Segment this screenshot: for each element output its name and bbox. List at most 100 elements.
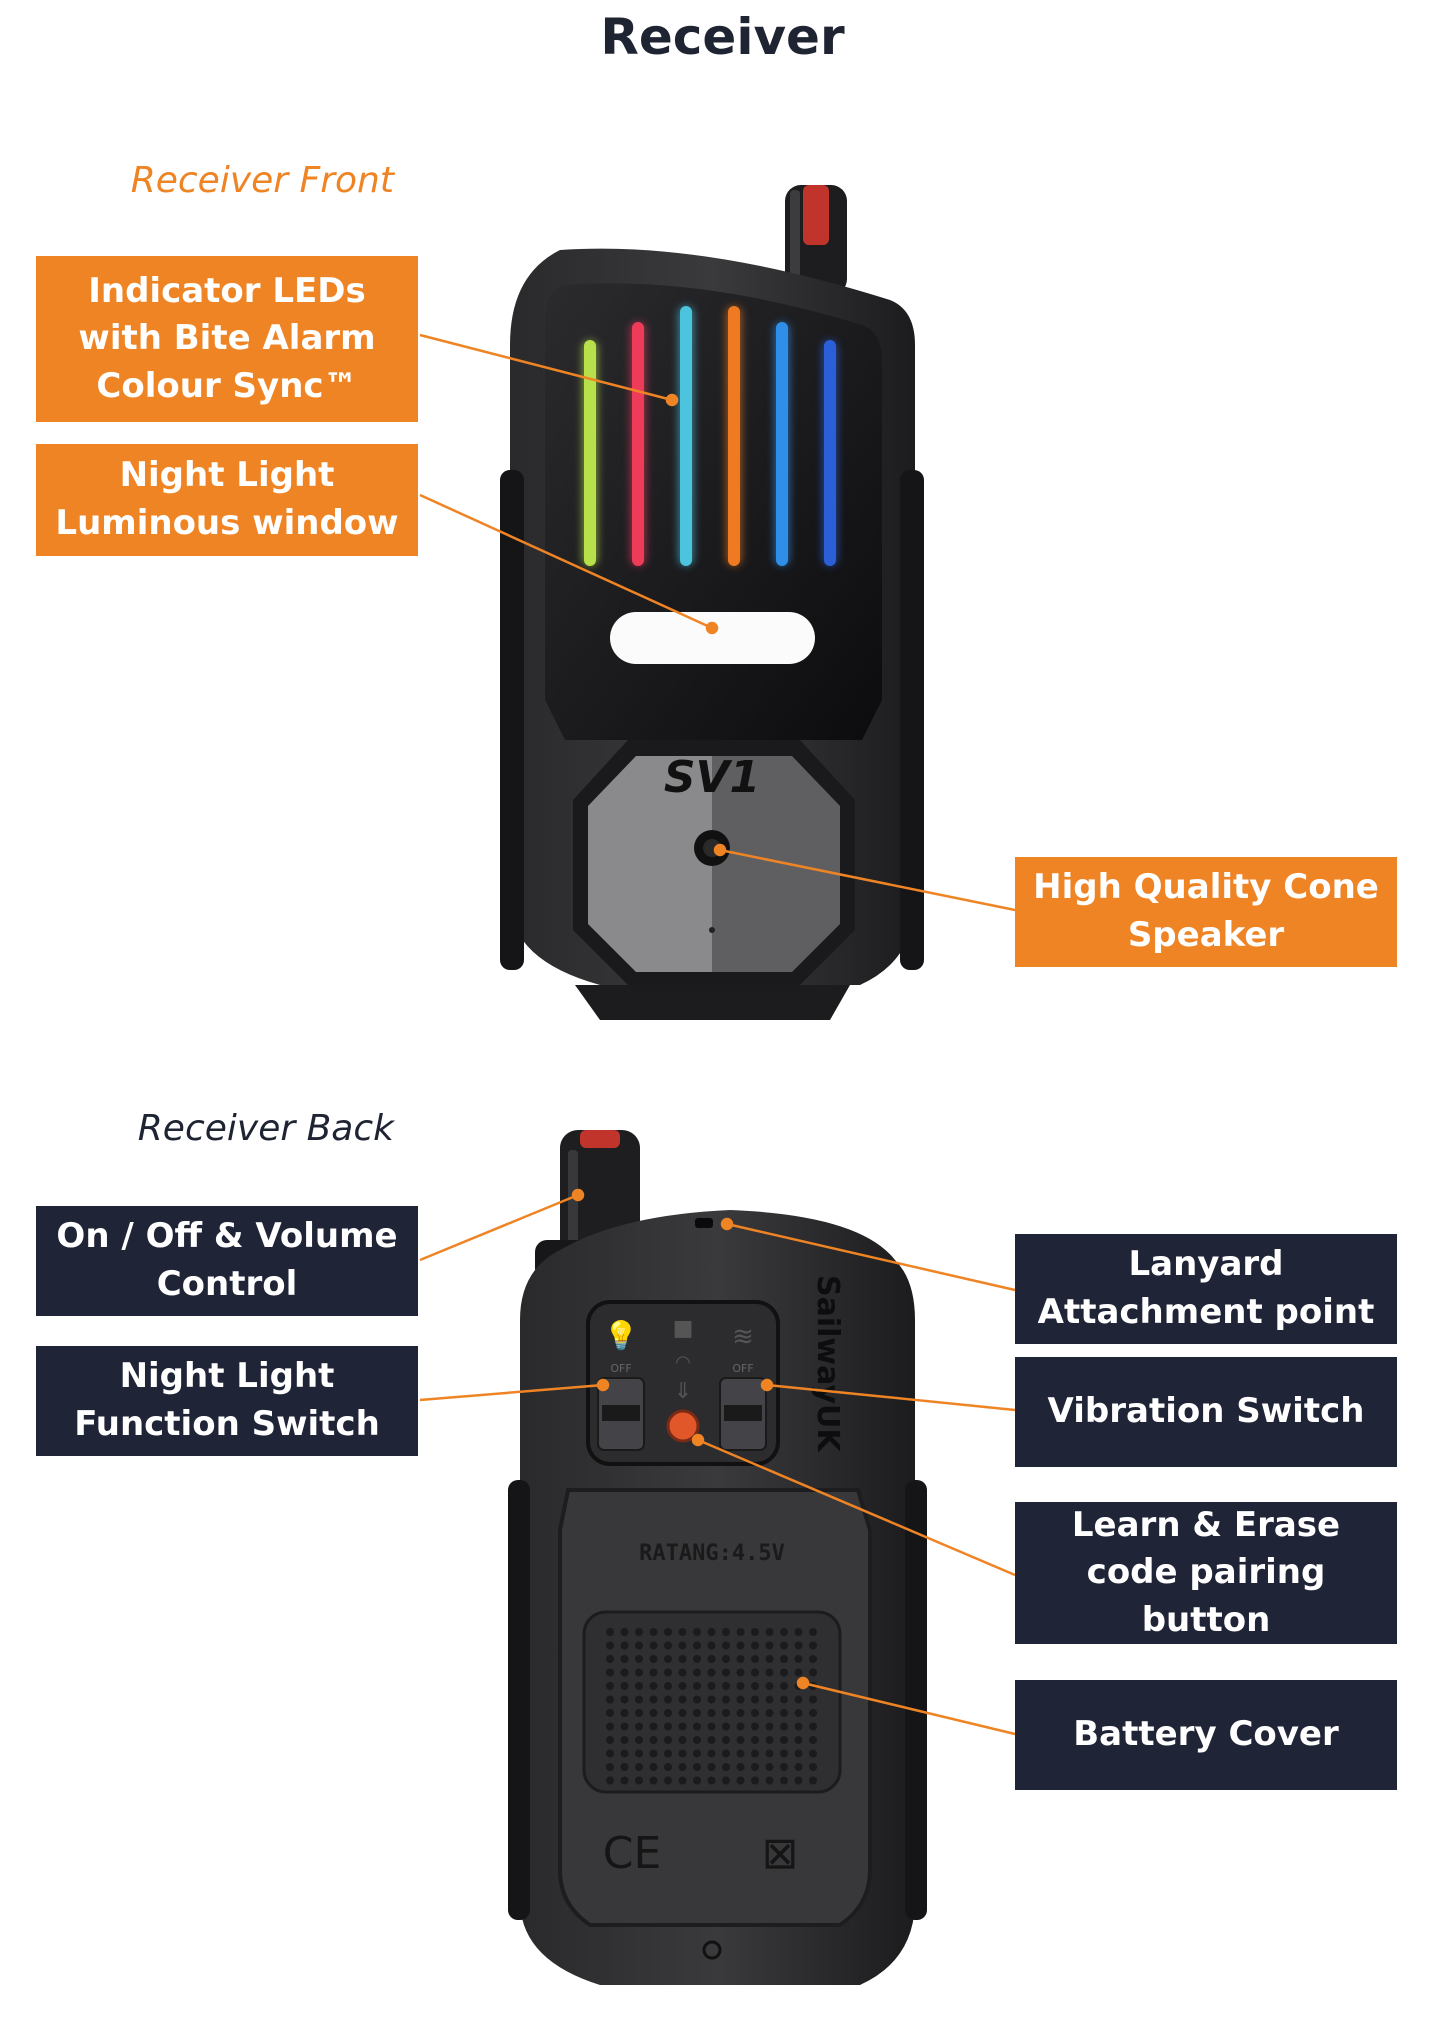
grille-dot [751, 1695, 759, 1704]
grille-dot [809, 1709, 817, 1717]
receiver-front-label: Receiver Front [130, 160, 394, 201]
grille-dot [794, 1695, 803, 1704]
grille-dot [765, 1695, 774, 1704]
grille-dot [678, 1682, 687, 1690]
grille-dot [635, 1655, 643, 1663]
grille-dot [751, 1655, 759, 1663]
grille-dot [809, 1722, 817, 1731]
grille-dot [751, 1668, 759, 1677]
grille-dot [678, 1763, 687, 1771]
grille-dot [765, 1736, 774, 1744]
grille-dot [649, 1628, 658, 1636]
indicator-led-bars [582, 306, 838, 566]
callout-night-light-window: Night Light Luminous window [36, 444, 418, 556]
grille-dot [722, 1709, 730, 1717]
grille-dot [722, 1668, 730, 1677]
grille-dot [664, 1709, 672, 1717]
grille-dot [678, 1722, 687, 1731]
left-switch-off-text: OFF [610, 1362, 631, 1375]
grille-dot [635, 1682, 643, 1690]
grille-dot [620, 1749, 629, 1758]
grille-dot [606, 1736, 614, 1744]
grille-dot [736, 1695, 745, 1704]
led-bar [776, 322, 788, 566]
grille-dot [664, 1722, 672, 1731]
grille-dot [635, 1709, 643, 1717]
grille-dot [620, 1655, 629, 1663]
grille-dot [809, 1628, 817, 1636]
grille-dot [620, 1776, 629, 1785]
grille-dot [707, 1695, 716, 1704]
grille-dot [664, 1763, 672, 1771]
right-switch-off-text: OFF [732, 1362, 753, 1375]
led-bar [680, 306, 692, 566]
grille-dot [751, 1749, 759, 1758]
grille-dot [722, 1776, 730, 1785]
grille-dot [678, 1776, 687, 1785]
grille-dot [678, 1695, 687, 1704]
grille-dot [649, 1682, 658, 1690]
grille-dot [664, 1776, 672, 1785]
ce-mark: CE [603, 1828, 662, 1879]
grille-dot [664, 1668, 672, 1677]
grille-dot [736, 1655, 745, 1663]
grille-dot [693, 1763, 701, 1771]
grille-dot [765, 1763, 774, 1771]
callout-cone-speaker: High Quality Cone Speaker [1015, 857, 1397, 967]
grille-dot [722, 1736, 730, 1744]
grille-dot [722, 1655, 730, 1663]
grille-dot [751, 1628, 759, 1636]
grille-dot [707, 1722, 716, 1731]
grille-dot [606, 1709, 614, 1717]
grille-dot [707, 1763, 716, 1771]
grille-dot [736, 1682, 745, 1690]
grille-dot [664, 1682, 672, 1690]
grille-dot [664, 1655, 672, 1663]
grille-dot [606, 1682, 614, 1690]
grille-dot [635, 1763, 643, 1771]
callout-learn-erase-button: Learn & Erase code pairing button [1015, 1502, 1397, 1644]
grille-dot [620, 1695, 629, 1704]
grille-dot [765, 1655, 774, 1663]
callout-on-off-volume: On / Off & Volume Control [36, 1206, 418, 1316]
leader-lanyard [726, 1222, 1016, 1292]
back-brand-logo: SailwayUK [810, 1275, 845, 1453]
grille-dot [620, 1628, 629, 1636]
lock-icon: ■ [673, 1316, 694, 1341]
weee-bin-icon: ⊠ [762, 1828, 799, 1879]
grille-dot [794, 1763, 803, 1771]
leader-battery-cover [802, 1681, 1016, 1736]
grille-dot [722, 1749, 730, 1758]
grille-dot [765, 1776, 774, 1785]
grille-dot [693, 1722, 701, 1731]
grille-dot [649, 1736, 658, 1744]
grille-dot [809, 1776, 817, 1785]
grille-dot [678, 1641, 687, 1650]
grille-dot [751, 1776, 759, 1785]
grille-dot [765, 1749, 774, 1758]
grille-dot [765, 1641, 774, 1650]
grille-dot [649, 1668, 658, 1677]
grille-dot [707, 1668, 716, 1677]
front-brand-logo: SV1 [664, 752, 760, 803]
grille-dot [664, 1695, 672, 1704]
grille-dot [606, 1695, 614, 1704]
grille-dot [678, 1655, 687, 1663]
grille-dot [606, 1776, 614, 1785]
grille-dot [722, 1682, 730, 1690]
grille-dot [649, 1763, 658, 1771]
grille-dot [620, 1722, 629, 1731]
grille-dot [649, 1695, 658, 1704]
grille-dot [722, 1628, 730, 1636]
grille-dot [780, 1776, 788, 1785]
grille-dot [780, 1695, 788, 1704]
grille-dot [649, 1749, 658, 1758]
grille-dot [649, 1655, 658, 1663]
grille-dot [736, 1763, 745, 1771]
grille-dot [664, 1749, 672, 1758]
leader-cone-speaker [719, 848, 1016, 912]
grille-dot [649, 1709, 658, 1717]
grille-dot [635, 1749, 643, 1758]
grille-dot [809, 1641, 817, 1650]
grille-dot [693, 1628, 701, 1636]
